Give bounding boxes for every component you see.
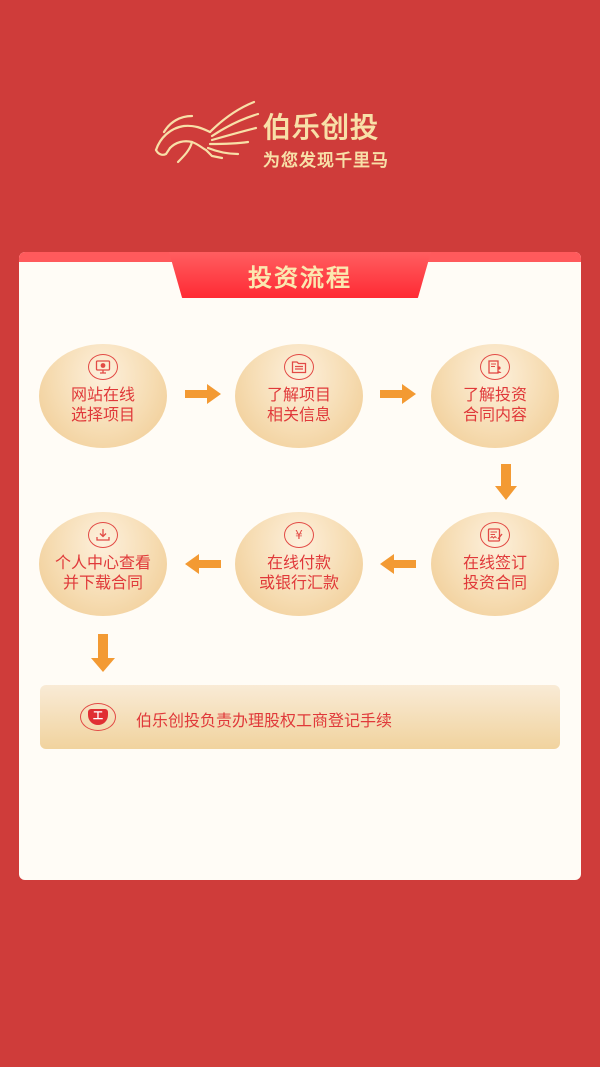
step-label: 个人中心查看并下载合同 (54, 553, 151, 592)
sign-document-icon (480, 522, 510, 548)
download-icon (88, 522, 118, 548)
section-title: 投资流程 (248, 264, 352, 292)
business-badge-icon: 工 (80, 703, 116, 731)
folder-list-icon (284, 354, 314, 380)
brand-logo: 伯乐创投 为您发现千里马 (150, 98, 430, 171)
arrow-down-icon (91, 634, 115, 672)
step-3: 了解投资合同内容 (431, 344, 559, 448)
step-2: 了解项目相关信息 (235, 344, 363, 448)
brand-name: 伯乐创投 (263, 111, 380, 144)
arrow-right-icon (185, 384, 221, 404)
step-5: ¥ 在线付款或银行汇款 (235, 512, 363, 616)
arrow-right-icon (380, 384, 416, 404)
final-step-text: 伯乐创投负责办理股权工商登记手续 (136, 711, 393, 730)
brand-slogan: 为您发现千里马 (263, 151, 389, 171)
section-title-tab (169, 252, 431, 298)
arrow-down-icon (495, 464, 517, 500)
arrow-left-icon (185, 554, 221, 574)
monitor-icon (88, 354, 118, 380)
step-label: 了解投资合同内容 (462, 385, 527, 424)
step-label: 在线付款或银行汇款 (258, 553, 339, 592)
step-1: 网站在线选择项目 (39, 344, 167, 448)
step-label: 在线签订投资合同 (462, 553, 527, 592)
step-6: 个人中心查看并下载合同 (39, 512, 167, 616)
process-card: 投资流程 网站在线选择项目 了解项目相关信息 了解投资合同内容 (19, 252, 581, 880)
step-label: 网站在线选择项目 (70, 385, 135, 424)
step-4: 在线签订投资合同 (431, 512, 559, 616)
final-step-banner: 工 伯乐创投负责办理股权工商登记手续 (40, 685, 560, 749)
step-label: 了解项目相关信息 (266, 385, 331, 424)
yen-icon: ¥ (284, 522, 314, 548)
winged-horse-icon (154, 100, 260, 164)
arrow-left-icon (380, 554, 416, 574)
document-user-icon (480, 354, 510, 380)
